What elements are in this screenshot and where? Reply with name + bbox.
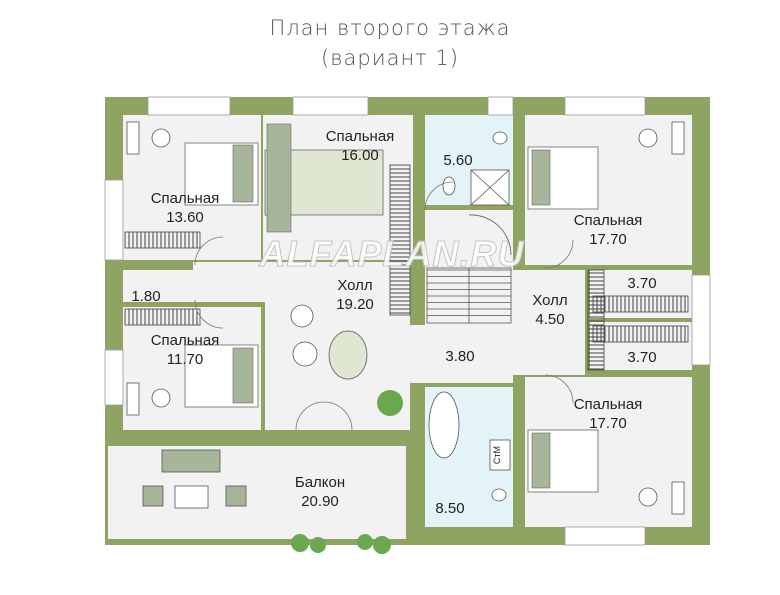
label-bedroom5-area: 17.70 [589,415,627,432]
label-hall2-name: Холл [532,292,567,309]
staircase [426,214,512,324]
label-landing-area: 3.80 [445,348,474,365]
window [292,96,369,116]
wardrobe [389,164,411,316]
label-bath1-area: 5.60 [443,152,472,169]
desk [671,121,685,155]
bathtub [428,391,460,459]
label-hall2-area: 4.50 [535,311,564,328]
plant-icon [373,536,391,554]
window [104,349,124,406]
window [691,274,711,366]
wardrobe [124,231,201,249]
wardrobe [587,269,605,371]
chair [638,487,658,507]
partition [513,377,525,527]
partition [410,383,425,527]
partition [123,260,193,270]
label-bedroom5-name: Спальная [574,396,643,413]
wardrobe [124,308,201,326]
label-bedroom4-area: 11.70 [167,351,203,368]
label-bedroom2-area: 13.60 [166,209,204,226]
door [544,374,574,404]
sink-icon [492,131,508,145]
label-small-area: 1.80 [131,288,160,305]
plant-icon [377,390,403,416]
room-small-floor [123,270,193,302]
plant-icon [291,534,309,552]
label-bedroom1-area: 16.00 [341,147,379,164]
round-table [292,341,318,367]
label-bedroom4-name: Спальная [151,332,220,349]
partition [261,302,265,430]
partition [513,115,525,265]
window [147,96,231,116]
sink-icon [491,488,507,502]
chair [638,128,658,148]
door [194,236,224,266]
balcony-sofa [161,449,221,473]
wardrobe [592,295,689,313]
label-closet1-area: 3.70 [627,275,656,292]
toilet-icon [442,176,456,196]
pillow [531,432,551,489]
pillow [232,347,254,404]
door [323,401,353,431]
pillow [232,144,254,203]
desk [126,382,140,416]
window [487,96,514,116]
balcony-table [174,485,209,509]
chair [151,388,171,408]
window [104,179,124,261]
partition [107,430,413,445]
label-closet2-area: 3.70 [627,349,656,366]
balcony-chair [225,485,247,507]
room-landing-floor [410,325,513,383]
window [564,526,646,546]
label-hall1-area: 19.20 [336,296,374,313]
plant-icon [310,537,326,553]
door [544,239,574,269]
label-bedroom2-name: Спальная [151,190,220,207]
label-bedroom3-name: Спальная [574,212,643,229]
label-bedroom3-area: 17.70 [589,231,627,248]
door [424,181,454,211]
watermark: ALFAPLAN.RU [259,233,525,274]
washing-machine [489,439,511,471]
desk [671,481,685,515]
label-balcony-name: Балкон [295,474,345,491]
pillow [531,149,551,206]
room-hall2-floor [513,270,585,375]
plan-subtitle: (вариант 1) [321,46,459,70]
partition [413,115,425,210]
label-bedroom1-name: Спальная [326,128,395,145]
window [564,96,646,116]
label-bath2-area: 8.50 [435,500,464,517]
partition [590,318,692,322]
wardrobe [592,325,689,343]
label-hall1-name: Холл [337,277,372,294]
plant-icon [357,534,373,550]
chair [151,128,171,148]
door [194,299,224,329]
partition [123,302,261,307]
partition [585,265,590,370]
pillow [266,123,292,233]
desk [126,121,140,155]
armchair [290,304,314,328]
label-balcony-area: 20.90 [301,493,339,510]
balcony-chair [142,485,164,507]
door [295,401,325,431]
label-washing-machine: СтМ [492,446,502,464]
plan-title: План второго этажа [269,16,511,40]
sofa [328,330,368,380]
